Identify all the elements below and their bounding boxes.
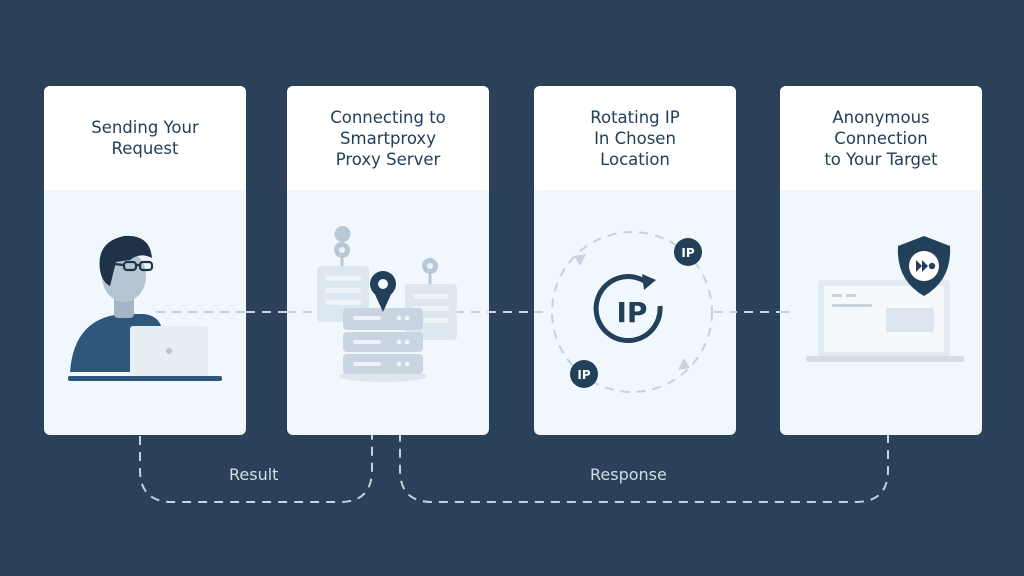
step-card-header: Connecting to Smartproxy Proxy Server (287, 86, 489, 190)
step-card-rotating-ip: Rotating IP In Chosen Location IP IP IP (534, 86, 736, 435)
result-label: Result (229, 465, 279, 484)
server-small-left-icon (317, 226, 369, 322)
step-title: Rotating IP In Chosen Location (590, 107, 680, 169)
step-title: Connecting to Smartproxy Proxy Server (330, 107, 446, 169)
target-laptop-icon (806, 280, 964, 362)
ip-badge-bottom-label: IP (577, 368, 590, 382)
step-title: Sending Your Request (91, 118, 199, 158)
ip-badge-top-label: IP (681, 246, 694, 260)
rotation-arrow-top-icon (574, 254, 586, 266)
step-card-anonymous-connection: Anonymous Connection to Your Target (780, 86, 982, 435)
rotation-arrow-bottom-icon (678, 358, 690, 370)
step-card-header: Sending Your Request (44, 86, 246, 190)
step-card-header: Rotating IP In Chosen Location (534, 86, 736, 190)
ip-refresh-icon: IP (593, 274, 663, 343)
response-return-path (399, 418, 889, 503)
ip-big-label: IP (617, 296, 648, 329)
user-with-laptop-illustration (68, 235, 246, 381)
location-pin-icon (370, 271, 396, 312)
step-card-header: Anonymous Connection to Your Target (780, 86, 982, 190)
glasses-icon (113, 260, 154, 272)
server-main-icon (339, 308, 427, 382)
step-card-proxy-server: Connecting to Smartproxy Proxy Server (287, 86, 489, 435)
shield-icon (897, 236, 951, 296)
step-card-sending-request: Sending Your Request (44, 86, 246, 435)
ip-badge-top-icon: IP (674, 238, 702, 266)
result-return-path (139, 418, 373, 503)
ip-badge-bottom-icon: IP (570, 360, 598, 388)
proxy-servers-illustration (287, 226, 489, 382)
rotating-ip-illustration: IP IP IP (534, 231, 736, 393)
desk-icon (68, 376, 222, 381)
step-title: Anonymous Connection to Your Target (824, 107, 938, 169)
response-label: Response (590, 465, 667, 484)
anonymous-target-illustration (780, 236, 964, 362)
rotation-ring (551, 231, 713, 393)
